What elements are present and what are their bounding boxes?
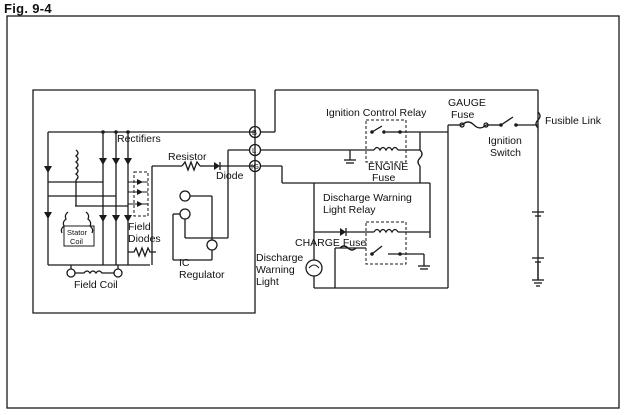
field-diodes [128, 171, 149, 217]
stator-coil [48, 149, 128, 247]
fusible-link-label: Fusible Link [545, 115, 602, 127]
diode-icon [112, 215, 120, 222]
fusible-link-icon [535, 111, 541, 129]
diode-icon [44, 166, 52, 173]
alternator-housing [32, 89, 256, 314]
rectifiers-label: Rectifiers [117, 133, 161, 145]
warning-light-label: Warning [256, 264, 295, 276]
ic-regulator-label: IC [179, 257, 190, 269]
figure-title: Fig. 9-4 [4, 1, 52, 16]
diode-icon [124, 158, 132, 165]
internal-resistor-icon [128, 246, 156, 258]
field-diodes-label: Diodes [128, 233, 161, 245]
terminal-ig: IG [248, 159, 262, 173]
diode-icon [99, 215, 107, 222]
charge-fuse-label: CHARGE Fuse [295, 237, 366, 249]
diode-icon [99, 158, 107, 165]
engine-fuse-label: Fuse [372, 172, 396, 184]
diode-icon [112, 158, 120, 165]
resistor-label: Resistor [168, 151, 207, 163]
svg-text:L: L [252, 146, 256, 155]
svg-text:B: B [252, 128, 257, 137]
ic-regulator-label: Regulator [179, 269, 225, 281]
relay-coil-icon [373, 146, 399, 152]
diode-icon [214, 162, 220, 170]
field-coil-label: Field Coil [74, 279, 118, 291]
warning-lamp-icon [305, 259, 323, 277]
discharge-relay-label: Light Relay [323, 204, 376, 216]
ignition-switch-label: Switch [490, 147, 521, 159]
figure-frame [6, 15, 620, 409]
diode-icon [124, 215, 132, 222]
svg-text:IG: IG [251, 162, 259, 171]
discharge-relay-label: Discharge Warning [323, 192, 412, 204]
ignition-control-relay-label: Ignition Control Relay [326, 107, 427, 119]
relay-coil-icon [373, 228, 399, 234]
gauge-fuse-label: Fuse [451, 109, 475, 121]
field-coil [66, 265, 123, 278]
stator-label: Stator [67, 228, 88, 237]
resistor-icon [181, 160, 201, 172]
terminal-l: L [248, 143, 262, 157]
ignition-switch-label: Ignition [488, 135, 522, 147]
battery-icon [532, 211, 544, 287]
engine-fuse-icon [417, 149, 423, 167]
rectifier-bridge [44, 130, 255, 266]
ic-regulator [172, 150, 229, 261]
terminal-b: B [248, 125, 262, 139]
diode-label: Diode [216, 170, 244, 182]
field-diodes-label: Field [128, 221, 151, 233]
charge-fuse-icon [339, 245, 357, 251]
resistor-diode-line [151, 160, 255, 265]
gauge-fuse-icon [459, 121, 489, 129]
warning-light-label: Discharge [256, 252, 303, 264]
ignition-control-relay [344, 119, 448, 183]
discharge-warning-light-relay [314, 221, 430, 288]
stator-label: Coil [70, 237, 83, 246]
diode-icon [44, 212, 52, 219]
ignition-switch-icon [486, 116, 538, 127]
warning-light-label: Light [256, 276, 279, 288]
engine-fuse-label: ENGINE [368, 161, 408, 173]
diode-icon [340, 228, 346, 236]
gauge-fuse-label: GAUGE [448, 97, 486, 109]
